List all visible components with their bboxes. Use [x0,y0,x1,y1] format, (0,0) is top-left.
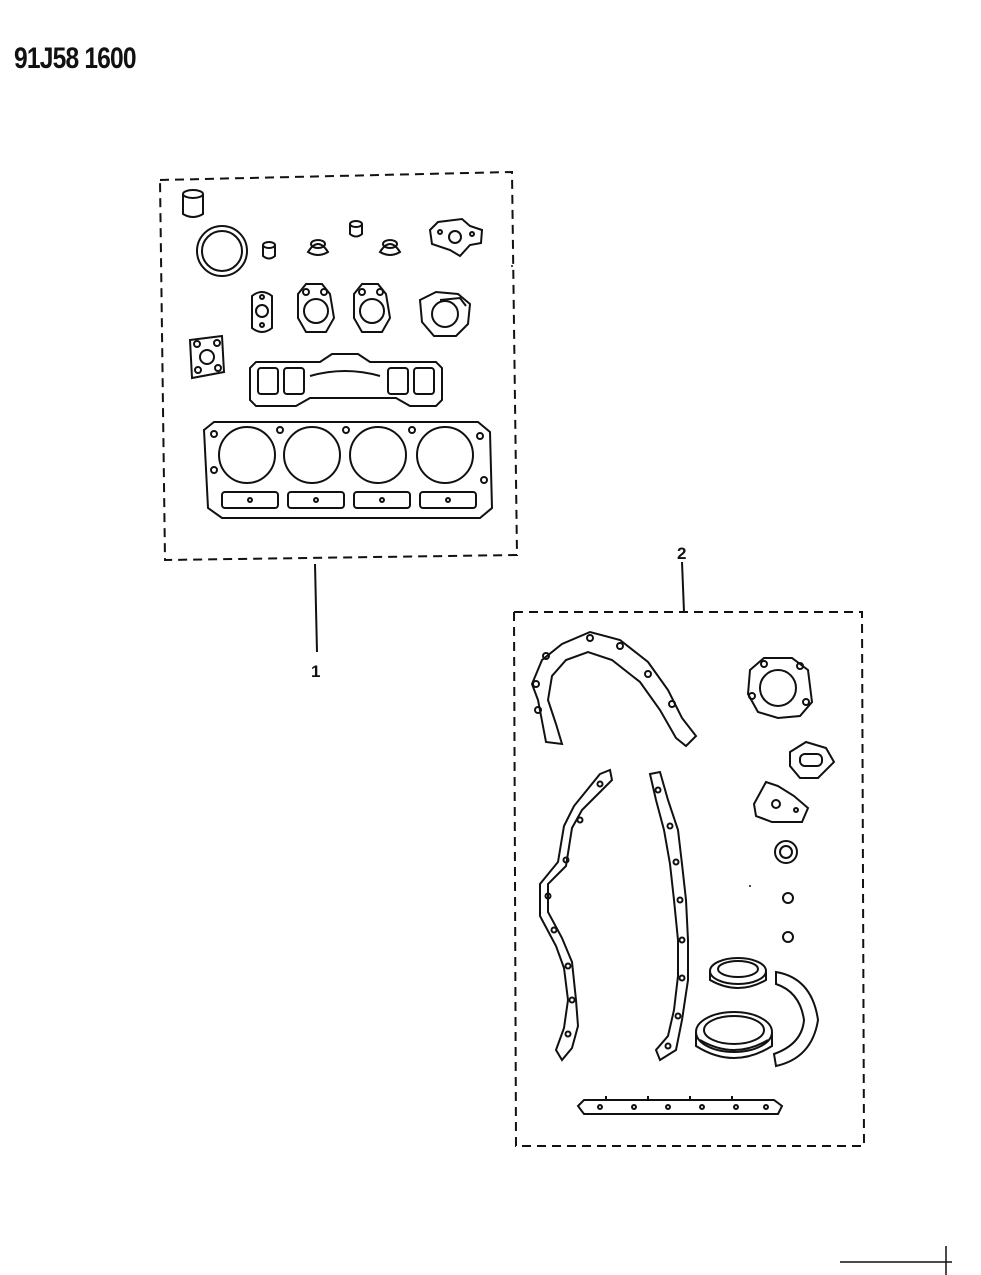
valve-seal-part-4 [378,239,402,256]
kit-2-group[interactable] [512,561,866,1147]
callout-label-2[interactable]: 2 [677,544,687,563]
oil-seal-part [774,840,798,864]
small-o-ring-part-2 [782,931,794,943]
oval-gasket-part [251,291,273,333]
pump-gasket-part [418,290,472,337]
valve-seal-part-1 [262,241,276,260]
corner-mark [840,1246,952,1275]
rail-gasket-part [576,1096,784,1115]
oil-pan-side-gasket-right-part [648,770,689,1062]
valve-seal-part-2 [306,239,330,256]
small-o-ring-part-1 [782,892,794,904]
callout-label-1[interactable]: 1 [311,662,321,681]
speck [749,885,751,887]
water-pump-gasket-part [746,657,814,720]
port-gasket-part-1 [297,283,336,333]
large-o-ring-part [196,225,248,277]
diagram-code: 91J58 1600 [14,42,137,75]
port-gasket-part-2 [353,283,392,333]
housing-gasket-part [428,217,484,258]
kit-1-leader-line [314,563,318,653]
kit-1-dashed-border [158,170,519,562]
small-flange-gasket-part [752,780,810,823]
flange-gasket-part [188,334,226,380]
kit-1-group[interactable] [158,170,519,653]
half-moon-seal-part [772,970,820,1068]
oil-pan-side-gasket-left-part [539,768,614,1062]
intake-manifold-gasket-part [249,353,443,407]
kit-2-leader-line [681,561,685,613]
speck [511,265,513,267]
valve-seal-part-3 [349,220,363,238]
fuel-pump-gasket-part [789,740,836,779]
rear-seal-part [709,957,767,989]
bushing-part [182,189,204,218]
cylinder-head-gasket-part [202,421,494,519]
kit-2-dashed-border [512,611,866,1147]
crankshaft-seal-ring-part [695,1011,773,1059]
timing-cover-gasket-part [530,630,698,748]
